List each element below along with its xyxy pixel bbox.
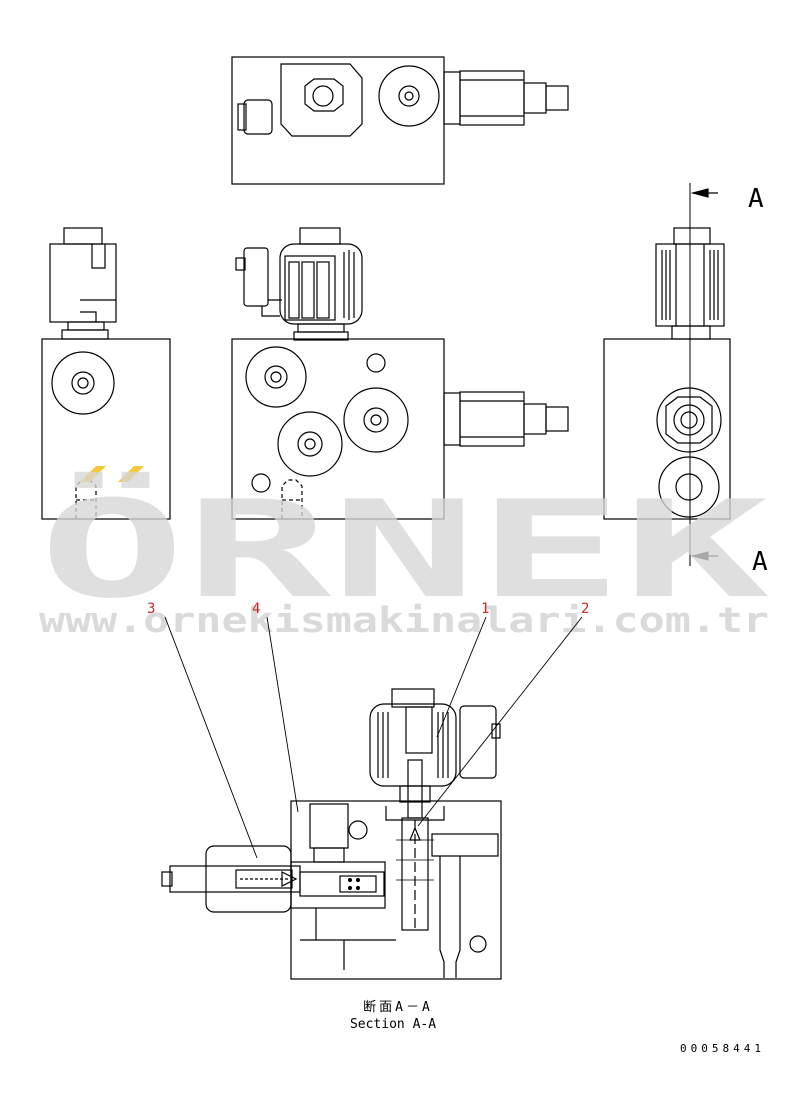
front-view-port-a bbox=[245, 346, 307, 408]
top-view bbox=[231, 56, 569, 185]
front-view-fitting-hex bbox=[459, 391, 525, 447]
left-side-view bbox=[41, 227, 171, 520]
top-view-connector-tab bbox=[237, 103, 247, 131]
top-view-body bbox=[231, 56, 445, 185]
leader-3 bbox=[164, 616, 258, 859]
right-view-port-lower bbox=[658, 456, 720, 518]
caption-line-2: Section A-A bbox=[350, 1017, 436, 1032]
right-view-body bbox=[603, 338, 731, 520]
caption: 断面A－A Section A-A 00058441 bbox=[350, 1000, 765, 1055]
front-view-small-hole bbox=[366, 353, 386, 373]
callout-label-4: 4 bbox=[252, 601, 260, 617]
left-view-port bbox=[51, 351, 115, 415]
callout-label-3: 3 bbox=[147, 601, 155, 617]
watermark-url: www.ornekismakinalari.com.tr bbox=[39, 601, 769, 641]
right-view-port bbox=[656, 387, 722, 453]
top-view-boss bbox=[280, 63, 363, 137]
right-view-hex-nut bbox=[665, 396, 713, 444]
front-view bbox=[231, 227, 569, 520]
watermark-accent-right bbox=[118, 466, 144, 482]
section-valve-spool bbox=[401, 817, 429, 931]
section-a-a-view bbox=[161, 688, 502, 980]
top-view-fitting-hex bbox=[459, 70, 525, 126]
callout-label-2: 2 bbox=[581, 601, 589, 617]
section-connector bbox=[459, 705, 497, 779]
left-view-solenoid-cap bbox=[63, 227, 103, 245]
caption-line-1: 断面A－A bbox=[363, 1000, 433, 1015]
drawing-number: 00058441 bbox=[680, 1042, 765, 1055]
front-view-hidden-plug bbox=[281, 479, 303, 519]
section-body bbox=[290, 800, 502, 980]
top-view-port bbox=[378, 65, 440, 127]
section-fitting-body bbox=[205, 845, 292, 913]
top-view-fitting-stem bbox=[523, 82, 547, 114]
front-view-port-c bbox=[277, 411, 343, 477]
top-view-connector bbox=[243, 99, 273, 135]
section-fitting-stem bbox=[169, 865, 301, 893]
watermark-accent-left bbox=[80, 466, 106, 482]
left-view-solenoid bbox=[49, 243, 117, 323]
top-view-fitting-base bbox=[443, 71, 461, 125]
left-view-body bbox=[41, 338, 171, 520]
front-view-solenoid-cap bbox=[299, 227, 341, 245]
front-view-small-hole-2 bbox=[251, 473, 271, 493]
section-letter-bottom: A bbox=[752, 547, 768, 577]
section-letter-top: A bbox=[748, 184, 764, 214]
top-view-hex-nut bbox=[304, 78, 344, 112]
right-view-solenoid-cap bbox=[673, 227, 711, 245]
callout-label-1: 1 bbox=[481, 601, 489, 617]
top-view-port-inner bbox=[398, 85, 420, 107]
callout-labels: 3 4 1 2 bbox=[147, 601, 589, 617]
leader-1 bbox=[436, 616, 487, 738]
leader-4 bbox=[266, 616, 299, 813]
callout-leaders bbox=[164, 616, 583, 859]
front-view-connector bbox=[243, 247, 269, 307]
front-view-port-b bbox=[343, 387, 409, 453]
right-side-view bbox=[603, 183, 731, 566]
watermark: ÖRNEK www.ornekismakinalari.com.tr bbox=[39, 466, 770, 641]
top-view-fitting-tip bbox=[545, 85, 569, 111]
top-view-bolt bbox=[312, 85, 334, 107]
leader-2 bbox=[417, 616, 583, 827]
watermark-brand: ÖRNEK bbox=[39, 471, 770, 628]
